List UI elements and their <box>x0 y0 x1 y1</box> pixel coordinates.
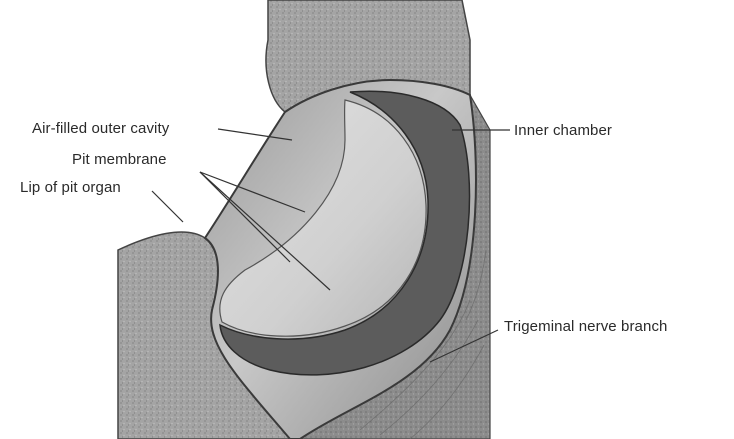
label-lip: Lip of pit organ <box>20 179 121 196</box>
leader-lip <box>152 191 183 222</box>
label-outer-cavity: Air-filled outer cavity <box>32 120 169 137</box>
label-pit-membrane: Pit membrane <box>72 151 167 168</box>
label-inner-chamber: Inner chamber <box>514 122 612 139</box>
label-nerve: Trigeminal nerve branch <box>504 318 667 335</box>
